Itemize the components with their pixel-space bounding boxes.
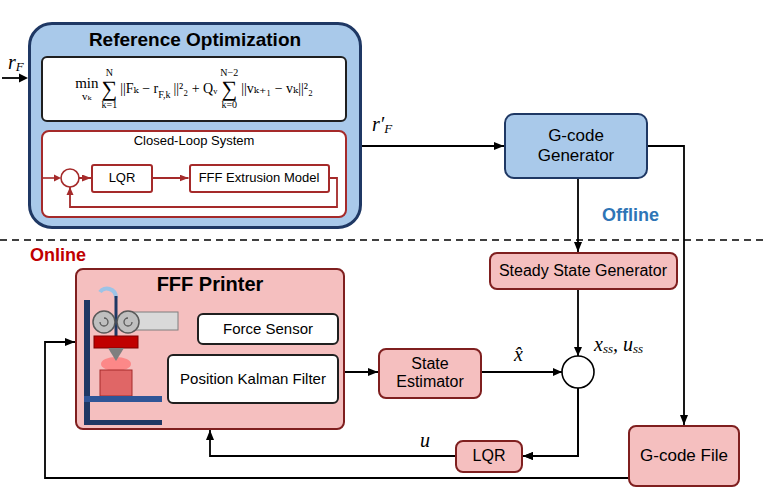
input-arrow-part <box>19 74 28 83</box>
printer-illustration-part <box>124 318 132 326</box>
connector-arrow <box>210 430 455 456</box>
loop-summing-junction-part <box>67 187 74 195</box>
label-group: Offline <box>602 206 659 224</box>
signal-name: r <box>8 52 16 72</box>
node-label: Closed-Loop System <box>134 134 255 149</box>
loop-summing-junction-part <box>61 169 79 187</box>
equation-term: ∑ <box>221 78 237 100</box>
input-arrow-part <box>2 77 21 79</box>
printer-illustration-part <box>93 311 115 333</box>
printer-illustration-part <box>84 420 162 425</box>
equation-term: ||vₖ₊₁ − vₖ||²₂ <box>241 82 313 96</box>
equation-term: N <box>106 68 113 78</box>
filter-box: Position Kalman Filter <box>167 354 339 404</box>
equation-stack: N−2∑k=0 <box>220 68 238 110</box>
printer-illustration <box>84 289 178 425</box>
connector-arrow <box>70 178 337 207</box>
region-label: Offline <box>602 206 659 224</box>
printer-illustration-part <box>100 318 108 326</box>
node-label: FFF Extrusion Model <box>199 171 320 186</box>
printer-illustration-part <box>84 300 90 424</box>
connector-arrow <box>153 177 189 179</box>
printer-illustration-part <box>117 311 139 333</box>
loop-summing-junction <box>43 169 79 195</box>
node-label: Force Sensor <box>223 320 313 337</box>
signal-name: x <box>594 334 603 354</box>
sensor-box: Force Sensor <box>197 313 339 345</box>
node-label: G-code File <box>640 446 728 466</box>
connector-arrow <box>577 179 579 252</box>
equation-term: ||²₂ + Qᵥ <box>174 82 218 96</box>
controller-box: LQR <box>91 164 153 193</box>
connector-arrow <box>482 372 578 456</box>
equation-stack: N∑k=1 <box>101 68 117 110</box>
printer-illustration-part <box>84 396 162 402</box>
summing-junction-part <box>574 347 582 356</box>
signal-name: r′ <box>372 114 384 134</box>
equation-term: k=0 <box>221 100 237 110</box>
node-label: LQR <box>473 447 506 465</box>
signal-name: ss <box>603 342 613 355</box>
file-box: G-code File <box>628 425 740 487</box>
equation-term: ||Fₖ − r <box>120 82 158 96</box>
label-group: rF <box>8 52 24 72</box>
optimization-panel: Reference OptimizationminvₖN∑k=1||Fₖ − r… <box>28 22 362 229</box>
connector-arrow <box>648 146 684 425</box>
node-label: Reference Optimization <box>89 29 301 51</box>
equation-term: min <box>75 76 98 91</box>
summing-junction-part <box>562 356 594 388</box>
node-label: FFF Printer <box>157 273 264 296</box>
label-group: xss, uss <box>594 334 643 354</box>
printer-illustration-part <box>115 296 118 338</box>
node-label: State Estimator <box>386 355 474 392</box>
equation-row: minvₖN∑k=1||Fₖ − rF,k||²₂ + QᵥN−2∑k=0||v… <box>75 68 313 110</box>
node-label: LQR <box>109 171 136 186</box>
printer-illustration-part <box>133 312 178 330</box>
connector-arrow <box>362 145 504 147</box>
node-label: Steady State Generator <box>499 262 667 280</box>
printer-illustration-part <box>108 348 124 361</box>
signal-name: ss <box>633 342 643 355</box>
loop-summing-junction-part <box>54 175 61 182</box>
printer-illustration-part <box>100 370 132 396</box>
equation-stack: minvₖ <box>75 76 98 102</box>
equation-box: minvₖN∑k=1||Fₖ − rF,k||²₂ + QᵥN−2∑k=0||v… <box>41 56 347 122</box>
process-box: Steady State Generator <box>489 252 678 290</box>
input-arrow <box>2 74 28 83</box>
connector-arrow <box>345 371 378 373</box>
connector-layer <box>45 146 684 478</box>
node-label: G-code Generator <box>512 126 640 165</box>
model-box: FFF Extrusion Model <box>189 164 330 193</box>
signal-name: , u <box>613 334 633 354</box>
summing-junction-part <box>553 368 562 376</box>
equation-subscript: F,k <box>158 90 170 100</box>
equation-term: vₖ <box>82 91 92 102</box>
closed-loop-box: Closed-Loop SystemLQR FFF Extrusion Model <box>41 130 347 218</box>
label-group: x̂ <box>514 344 523 364</box>
divider-line <box>0 239 768 241</box>
printer-illustration-part <box>100 289 116 298</box>
equation-term: N−2 <box>220 68 238 78</box>
node-label: Position Kalman Filter <box>180 370 326 387</box>
label-group: u <box>420 430 430 450</box>
signal-name: F <box>16 60 24 73</box>
process-box: State Estimator <box>378 348 482 399</box>
equation-term: k=1 <box>102 100 118 110</box>
signal-name: u <box>420 430 430 450</box>
label-group: r′F <box>372 114 392 134</box>
connector-arrow <box>45 342 628 478</box>
summing-junction <box>553 347 594 388</box>
signal-name: x̂ <box>514 344 523 364</box>
signal-name: F <box>384 122 392 135</box>
controller-box: LQR <box>455 440 523 473</box>
printer-illustration-part <box>94 336 138 348</box>
label-group: Online <box>30 246 86 264</box>
process-box: G-code Generator <box>504 113 648 179</box>
region-label: Online <box>30 246 86 264</box>
equation-term: ∑ <box>101 78 117 100</box>
